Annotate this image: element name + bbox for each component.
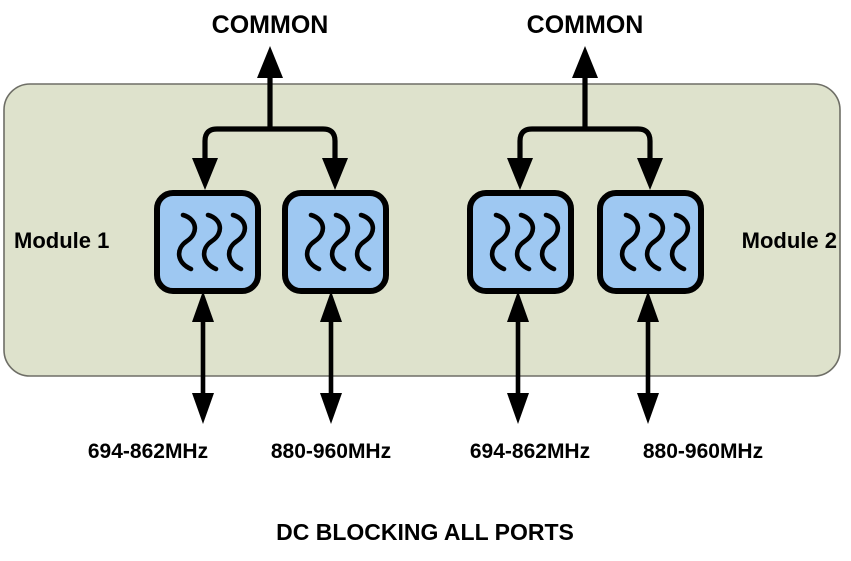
module-1-splitter-bus	[202, 126, 338, 176]
module-2-splitter-bus	[517, 126, 653, 176]
module-2-label: Module 2	[742, 228, 837, 253]
module-2-port-1-label: 694-862MHz	[470, 440, 590, 463]
module-1-common-arrowhead	[257, 46, 283, 78]
module-2-group: COMMON 694-862MHz 880-960MHz Module 2	[467, 11, 837, 463]
diagram-caption: DC BLOCKING ALL PORTS	[276, 519, 574, 545]
module-2-common-arrowhead	[572, 46, 598, 78]
module-1-branch-arrowhead-left	[192, 158, 218, 190]
module-2-branch-arrowhead-left	[507, 158, 533, 190]
module-1-port-1-arrowhead-up	[192, 291, 214, 322]
module-2-port-1-arrowhead-up	[507, 291, 529, 322]
module-2-branch-arrowhead-right	[637, 158, 663, 190]
module-2-port-2-arrowhead-down	[637, 393, 659, 424]
module-1-port-1-arrowhead-down	[192, 393, 214, 424]
module-1-port-1-label: 694-862MHz	[88, 440, 208, 463]
module-1-port-2-label: 880-960MHz	[271, 440, 391, 463]
module-1-port-2-arrowhead-up	[320, 291, 342, 322]
module-2-port-2-label: 880-960MHz	[643, 440, 763, 463]
module-1-branch-arrowhead-right	[322, 158, 348, 190]
module-1-common-label: COMMON	[212, 11, 329, 39]
module-enclosure-panel	[3, 83, 841, 377]
module-1-group: COMMON 694-862MHz 880-960MHz Module 1	[14, 11, 391, 463]
module-2-port-1-arrowhead-down	[507, 393, 529, 424]
module-1-label: Module 1	[14, 228, 109, 253]
module-1-port-2-arrowhead-down	[320, 393, 342, 424]
module-2-port-2-arrowhead-up	[637, 291, 659, 322]
module-2-common-label: COMMON	[527, 11, 644, 39]
